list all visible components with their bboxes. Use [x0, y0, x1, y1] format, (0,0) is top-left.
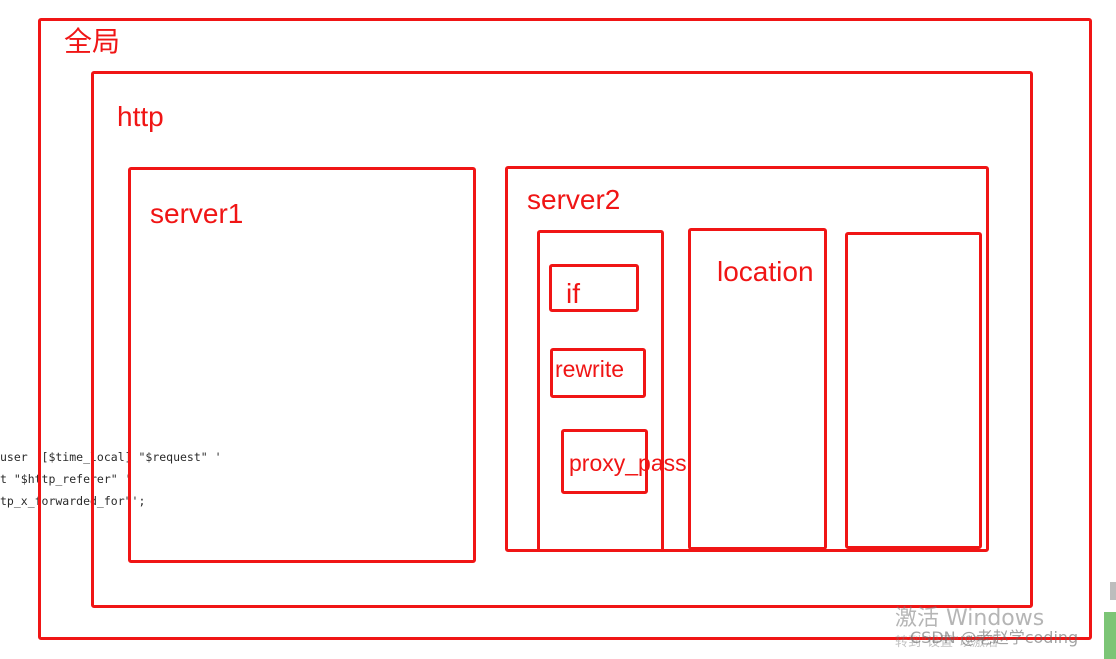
proxy-pass-block: [561, 429, 648, 494]
if-block: [549, 264, 639, 312]
http-label: http: [117, 101, 164, 132]
if-label: if: [566, 278, 580, 309]
server2-label: server2: [527, 184, 621, 215]
server2-block: [505, 166, 989, 552]
settings-hint-watermark: 转到"设置"以激活: [895, 635, 998, 650]
rewrite-label: rewrite: [555, 356, 625, 382]
code-line-3: tp_x_forwarded_for"';: [0, 494, 146, 508]
global-block: [38, 18, 1092, 640]
scrollbar-thumb[interactable]: [1104, 612, 1116, 659]
csdn-credit-watermark: CSDN @老赵学coding: [910, 628, 1079, 647]
location-block-2: [688, 228, 827, 550]
activate-windows-watermark: 激活 Windows: [895, 606, 1045, 631]
server1-block: [128, 167, 476, 563]
global-label: 全局: [64, 25, 121, 58]
rewrite-block: [550, 348, 646, 398]
scrollbar-mark: [1110, 582, 1116, 600]
proxy-pass-label: proxy_pass: [569, 450, 687, 476]
server1-label: server1: [150, 198, 244, 229]
location-block-1: [537, 230, 664, 552]
code-line-1: user [$time_local] "$request" ': [0, 450, 222, 464]
location-label: location: [717, 256, 814, 287]
location-block-3: [845, 232, 982, 549]
http-block: [91, 71, 1033, 608]
